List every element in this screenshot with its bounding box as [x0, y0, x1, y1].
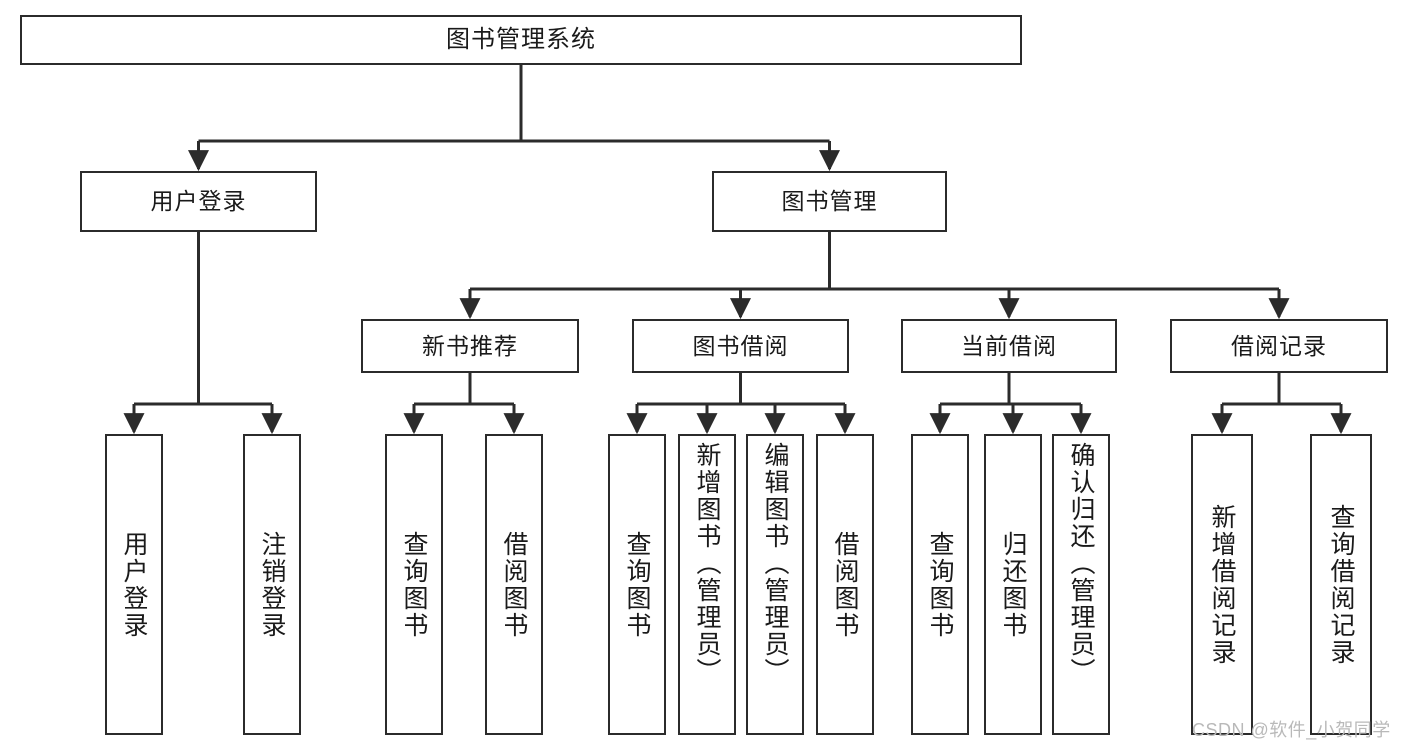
- node-leaf-borrow-1[interactable]: 借阅图书: [485, 434, 543, 735]
- node-leaf-add-book[interactable]: 新增图书（管理员）: [678, 434, 736, 735]
- node-label: 用户登录: [150, 188, 247, 214]
- node-borrow-record[interactable]: 借阅记录: [1170, 319, 1388, 373]
- node-label: 归还图书: [999, 530, 1027, 639]
- node-leaf-query-3[interactable]: 查询图书: [911, 434, 969, 735]
- node-user-login[interactable]: 用户登录: [80, 171, 317, 232]
- node-label: 图书借阅: [692, 332, 789, 359]
- node-label: 查询借阅记录: [1327, 503, 1355, 666]
- node-leaf-query-rec[interactable]: 查询借阅记录: [1310, 434, 1372, 735]
- node-label: 当前借阅: [961, 332, 1057, 359]
- node-leaf-add-rec[interactable]: 新增借阅记录: [1191, 434, 1253, 735]
- node-book-manage[interactable]: 图书管理: [712, 171, 947, 232]
- node-label: 用户登录: [120, 530, 148, 639]
- node-label: 查询图书: [926, 530, 954, 639]
- node-leaf-query-2[interactable]: 查询图书: [608, 434, 666, 735]
- node-leaf-user-login[interactable]: 用户登录: [105, 434, 163, 735]
- node-label: 查询图书: [400, 530, 428, 639]
- node-label: 新书推荐: [422, 332, 518, 359]
- node-label: 借阅记录: [1231, 332, 1327, 359]
- node-label: 借阅图书: [831, 530, 859, 639]
- node-label: 注销登录: [258, 530, 286, 639]
- node-label: 确认归还（管理员）: [1067, 442, 1095, 685]
- node-leaf-confirm[interactable]: 确认归还（管理员）: [1052, 434, 1110, 735]
- node-book-borrow[interactable]: 图书借阅: [632, 319, 849, 373]
- node-current-borrow[interactable]: 当前借阅: [901, 319, 1117, 373]
- watermark: CSDN @软件_小贺同学: [1192, 720, 1391, 740]
- node-root[interactable]: 图书管理系统: [20, 15, 1022, 65]
- node-label: 图书管理系统: [446, 26, 596, 53]
- node-leaf-edit-book[interactable]: 编辑图书（管理员）: [746, 434, 804, 735]
- node-leaf-return[interactable]: 归还图书: [984, 434, 1042, 735]
- node-leaf-logout[interactable]: 注销登录: [243, 434, 301, 735]
- node-label: 图书管理: [781, 188, 878, 214]
- node-leaf-borrow-2[interactable]: 借阅图书: [816, 434, 874, 735]
- node-label: 新增图书（管理员）: [693, 442, 721, 685]
- node-label: 借阅图书: [500, 530, 528, 639]
- node-new-book-rec[interactable]: 新书推荐: [361, 319, 579, 373]
- node-leaf-query-1[interactable]: 查询图书: [385, 434, 443, 735]
- node-label: 编辑图书（管理员）: [761, 442, 789, 685]
- node-label: 查询图书: [623, 530, 651, 639]
- node-label: 新增借阅记录: [1208, 503, 1236, 666]
